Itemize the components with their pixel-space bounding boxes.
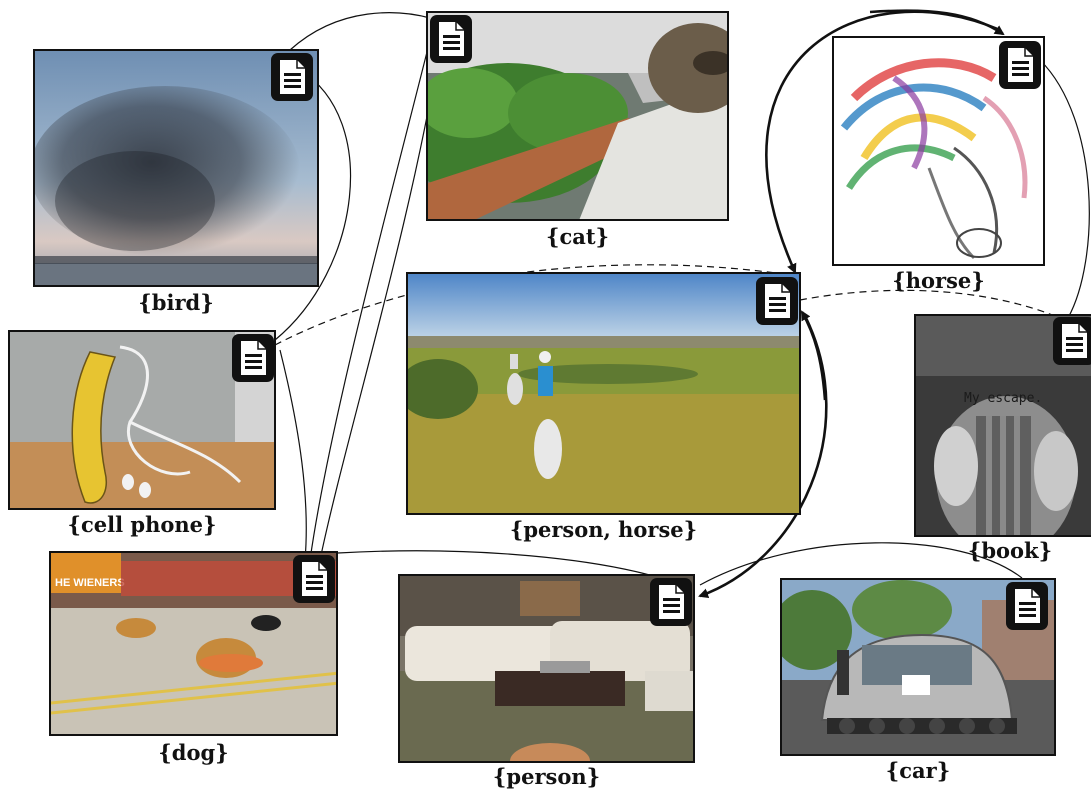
document-icon [755,276,799,326]
dog-image: HE WIENERS [49,551,338,736]
document-icon [1005,581,1049,631]
edge-person-car [699,542,1023,586]
edge-cellphone-dog [279,349,307,561]
document-icon [1052,316,1091,366]
edge-personhorse-arrow-up [800,310,827,401]
edge-dog-person [337,550,661,579]
edge-horse-arrowhead-top [869,9,1005,36]
document-icon [649,577,693,627]
document-icon [292,554,336,604]
bird-caption: {bird} [138,290,214,315]
cat-image [426,11,729,221]
book-caption: {book} [967,538,1053,563]
bird-image [33,49,319,287]
dog-caption: {dog} [158,740,229,765]
person-caption: {person} [492,764,601,789]
edge-bird-cellphone [274,69,352,341]
person-image [398,574,695,763]
document-icon [429,14,473,64]
edge-horse-book [1039,59,1090,319]
edge-personhorse-book [799,289,1061,319]
book-overlay-text: My escape. [964,391,1042,406]
document-icon [998,40,1042,90]
edge-cat-dog-1 [309,39,431,561]
cell-phone-caption: {cell phone} [67,512,217,537]
dog-banner-text: HE WIENERS [55,577,125,589]
document-icon [231,333,275,383]
cat-caption: {cat} [545,224,610,249]
edge-cat-dog-2 [319,44,441,561]
car-caption: {car} [885,758,951,783]
person-horse-image [406,272,801,515]
person-horse-caption: {person, horse} [509,517,698,542]
horse-caption: {horse} [892,268,985,293]
edge-bird-cat [289,12,431,51]
cell-phone-image [8,330,276,510]
document-icon [270,52,314,102]
